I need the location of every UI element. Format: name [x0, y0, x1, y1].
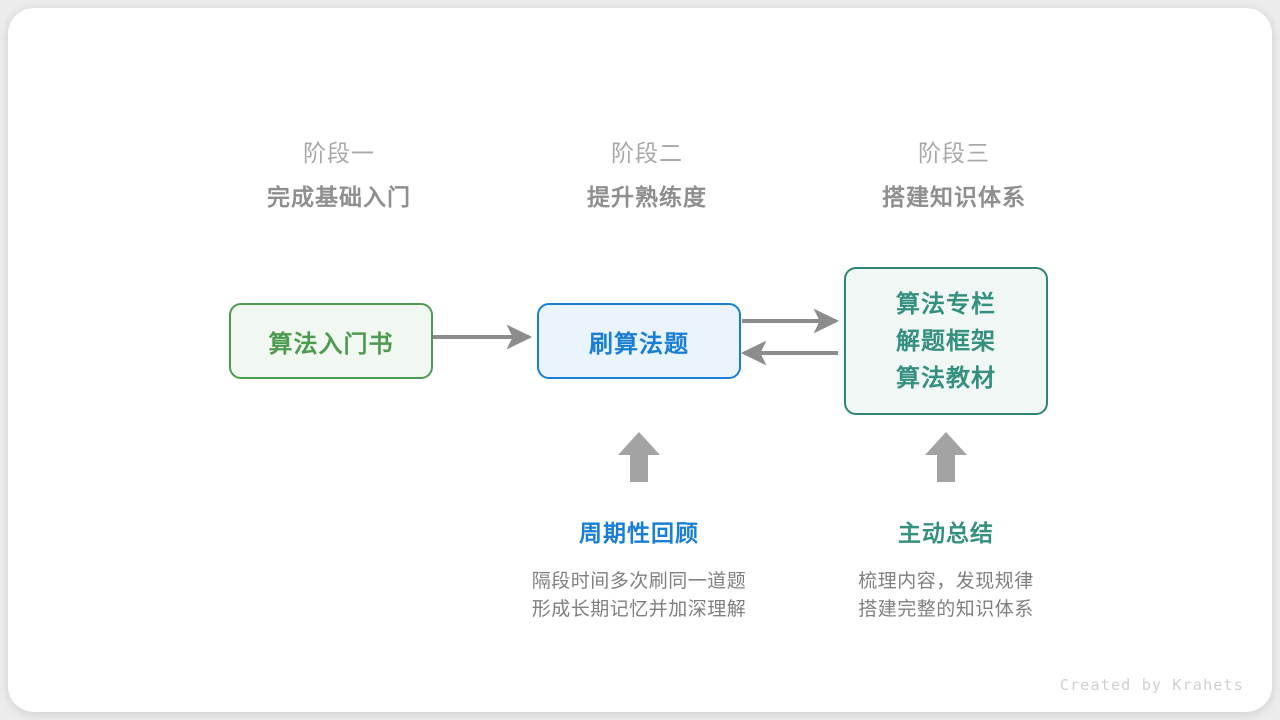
stage-title: 完成基础入门 [267, 184, 411, 210]
node-line: 刷算法题 [589, 330, 689, 358]
annotation-description-line: 形成长期记忆并加深理解 [531, 599, 747, 620]
annotation-description-line: 搭建完整的知识体系 [858, 599, 1034, 620]
annotation-title: 主动总结 [898, 520, 994, 546]
stage-title: 提升熟练度 [587, 184, 707, 210]
node-knowledge-sources[interactable]: 算法专栏 解题框架 算法教材 [844, 267, 1048, 415]
arrow-review-up [618, 432, 660, 482]
arrow-summary-up [925, 432, 967, 482]
stage-label: 阶段一 [303, 140, 375, 166]
stage-title: 搭建知识体系 [882, 184, 1026, 210]
annotation-active-summary: 主动总结 梳理内容，发现规律 搭建完整的知识体系 [796, 518, 1096, 624]
node-line: 算法教材 [896, 364, 996, 392]
credit-text: Created by Krahets [1059, 676, 1244, 694]
stage-header-3: 阶段三 搭建知识体系 [824, 138, 1084, 213]
node-line: 算法入门书 [268, 330, 394, 358]
stage-header-1: 阶段一 完成基础入门 [209, 138, 469, 213]
annotation-description-line: 梳理内容，发现规律 [858, 571, 1034, 592]
arrow-layer [433, 308, 967, 482]
annotation-description: 梳理内容，发现规律 搭建完整的知识体系 [796, 568, 1096, 624]
stage-label: 阶段三 [918, 140, 990, 166]
diagram-card: 阶段一 完成基础入门 阶段二 提升熟练度 阶段三 搭建知识体系 [8, 8, 1272, 712]
stage-header-2: 阶段二 提升熟练度 [517, 138, 777, 213]
node-line: 算法专栏 [896, 290, 996, 318]
node-line: 解题框架 [896, 327, 996, 355]
node-practice-problems[interactable]: 刷算法题 [537, 303, 741, 379]
annotation-description: 隔段时间多次刷同一道题 形成长期记忆并加深理解 [489, 568, 789, 624]
stage-label: 阶段二 [611, 140, 683, 166]
node-intro-book[interactable]: 算法入门书 [229, 303, 433, 379]
annotation-title: 周期性回顾 [579, 520, 699, 546]
annotation-description-line: 隔段时间多次刷同一道题 [531, 571, 747, 592]
annotation-periodic-review: 周期性回顾 隔段时间多次刷同一道题 形成长期记忆并加深理解 [489, 518, 789, 624]
